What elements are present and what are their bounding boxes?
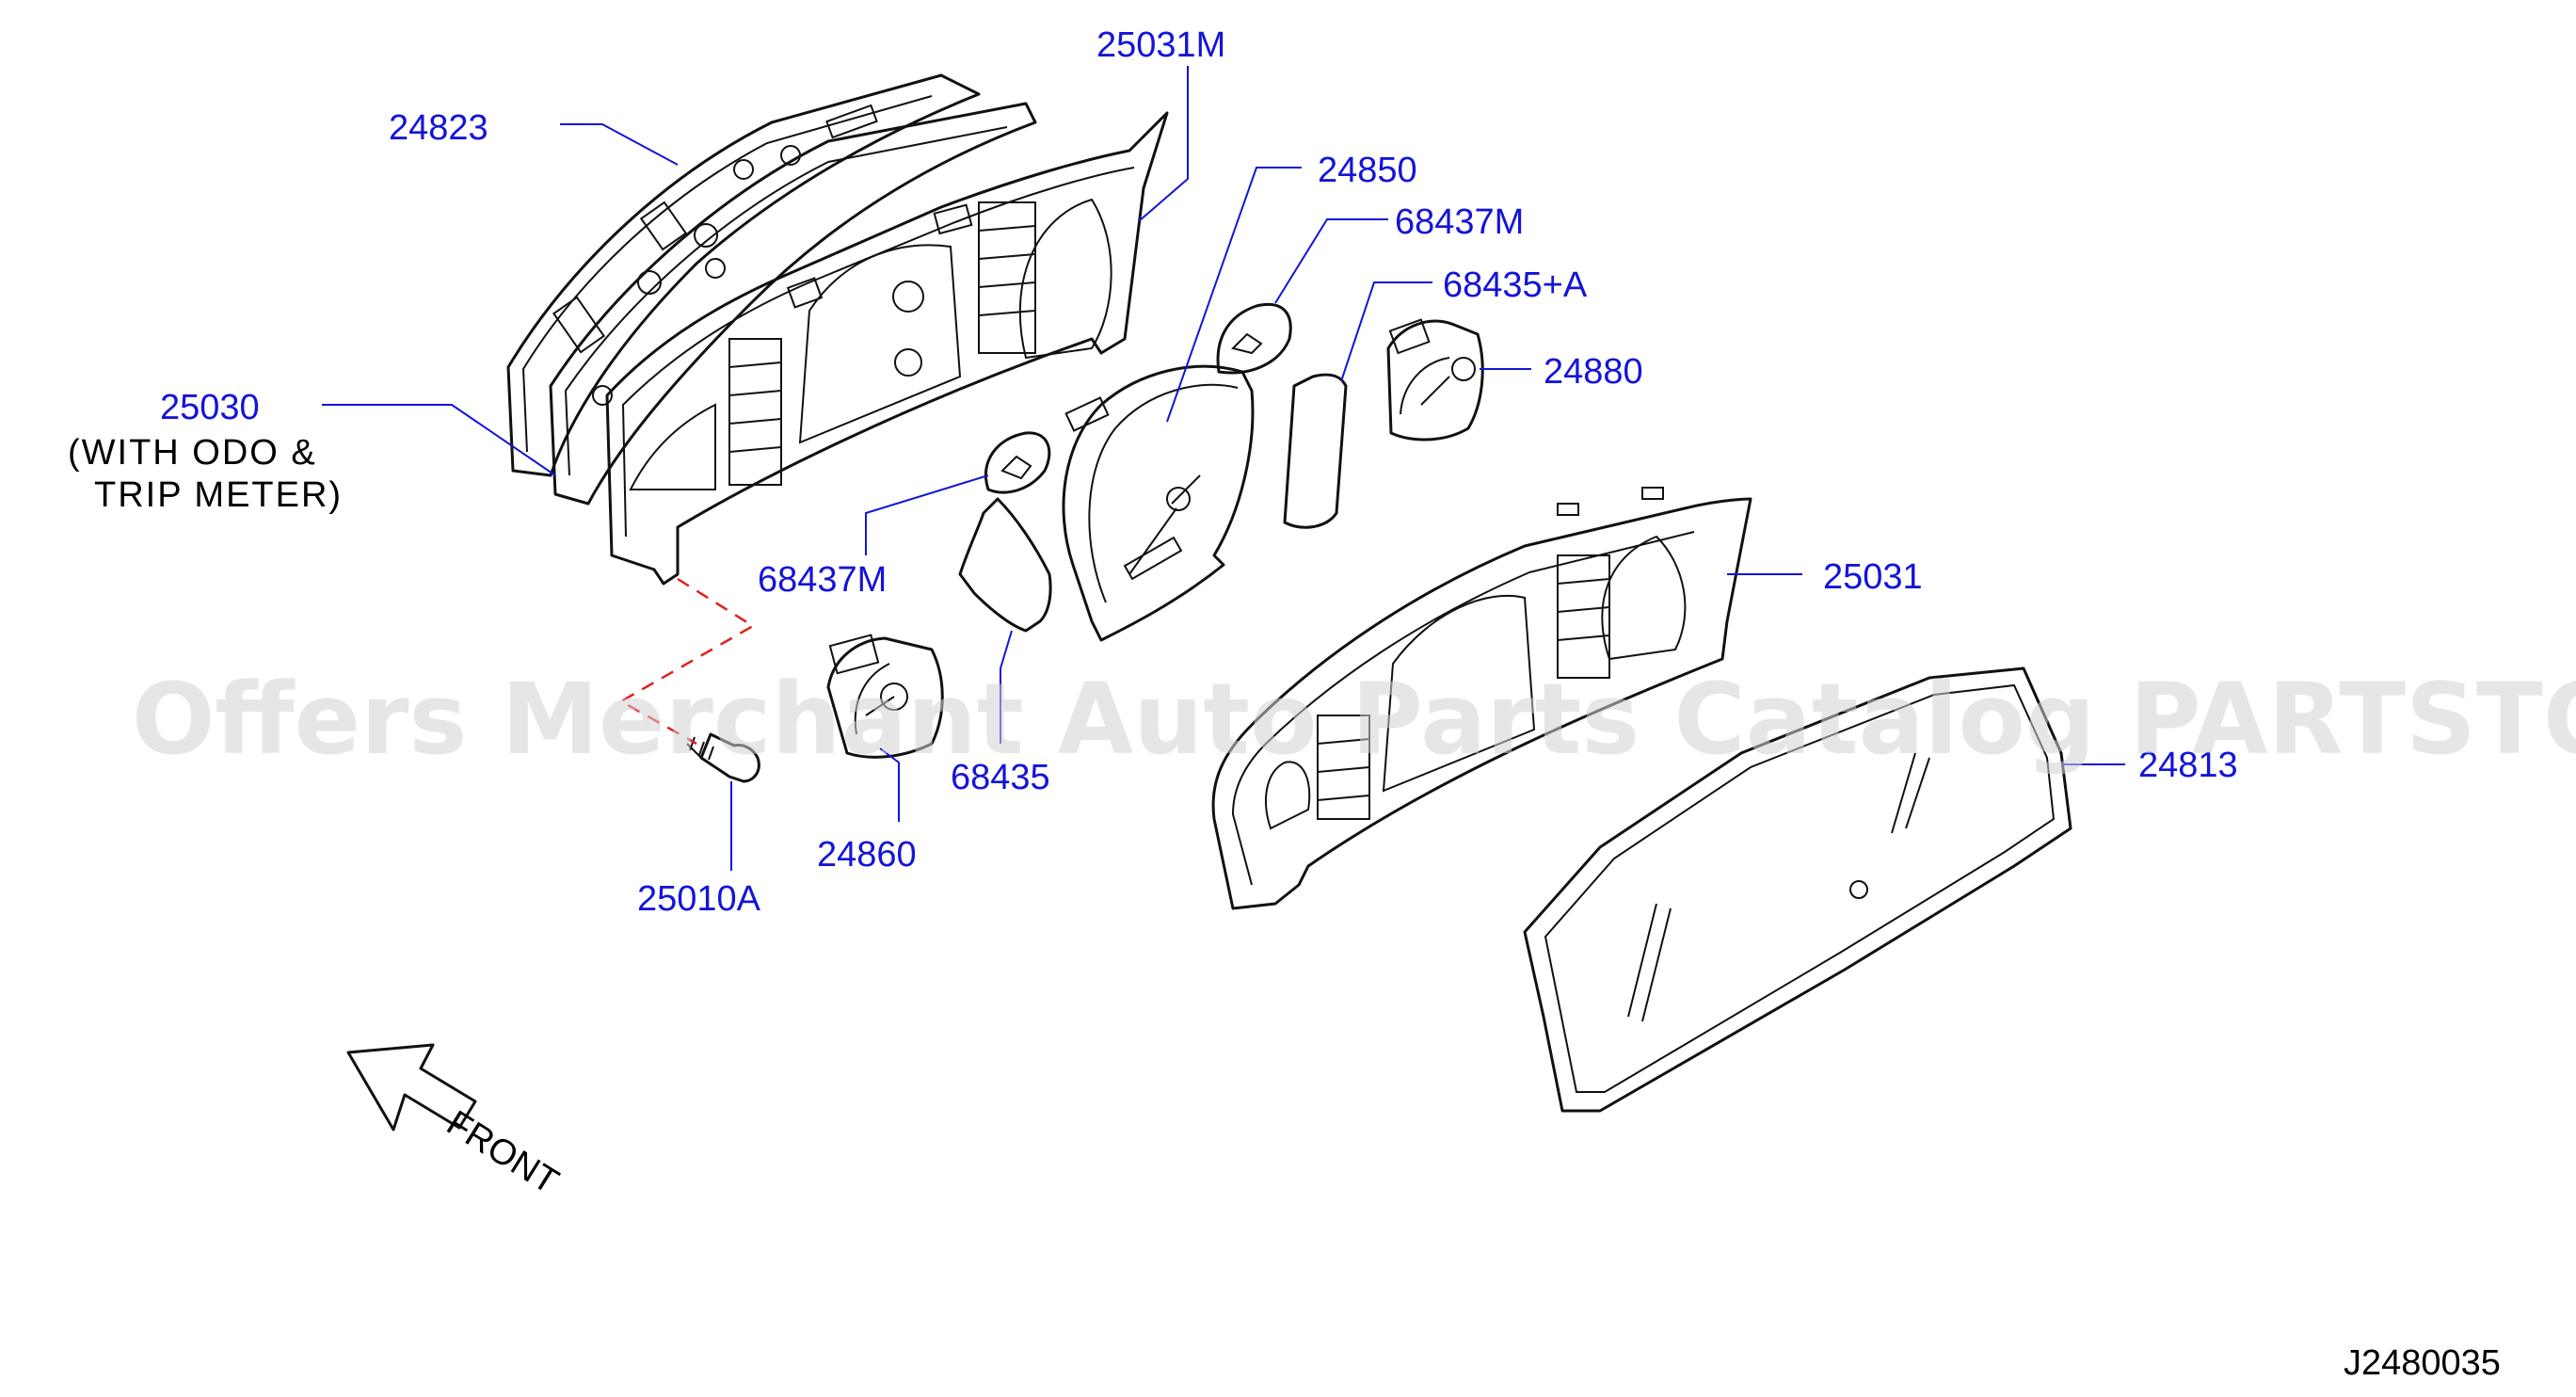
reference-code: J2480035	[2344, 1343, 2501, 1383]
part-68435A-circuit	[1283, 373, 1348, 529]
dashed-connector	[618, 577, 756, 746]
label-24860: 24860	[817, 835, 917, 875]
part-25031M-housing	[605, 111, 1169, 586]
front-arrow	[346, 1043, 477, 1132]
label-25030: 25030	[160, 388, 260, 427]
part-68435-circuit	[958, 497, 1052, 633]
leader-lines	[322, 66, 2125, 871]
label-25030-note-line2: TRIP METER)	[94, 475, 343, 515]
label-24813: 24813	[2138, 746, 2238, 785]
label-24823: 24823	[389, 108, 488, 148]
part-68437M-socket-mid	[984, 431, 1051, 494]
label-24850: 24850	[1318, 151, 1417, 190]
label-25031: 25031	[1823, 557, 1923, 597]
part-24850-speedometer	[1062, 364, 1255, 642]
label-25031M: 25031M	[1096, 25, 1225, 65]
part-25030-frame	[549, 102, 1037, 506]
part-24813-lens	[1523, 666, 2072, 1113]
label-68437M-mid: 68437M	[758, 560, 887, 600]
label-68435A: 68435+A	[1443, 265, 1588, 305]
part-24823-rear-case	[506, 73, 981, 477]
front-label: FRONT	[440, 1103, 565, 1202]
label-25030-note-line1: (WITH ODO &	[68, 433, 317, 473]
label-25010A: 25010A	[637, 879, 761, 919]
label-24880: 24880	[1544, 352, 1643, 392]
part-68437M-socket-top	[1216, 303, 1292, 375]
part-24860-gauge	[826, 634, 944, 759]
label-68435: 68435	[951, 758, 1050, 797]
watermark: Offers Merchant Auto Parts Catalog PARTS…	[132, 662, 2576, 777]
part-25010A-screw	[686, 732, 760, 783]
part-24880-gauge	[1386, 318, 1484, 442]
label-68437M-top: 68437M	[1395, 202, 1524, 242]
part-25031-cluster-lid	[1211, 487, 1752, 910]
